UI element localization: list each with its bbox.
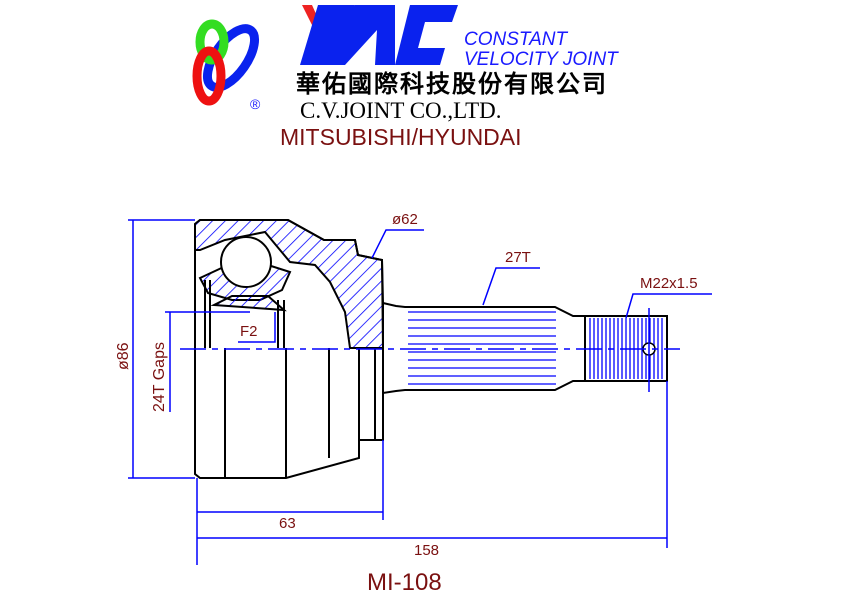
registered-mark: ® bbox=[250, 96, 261, 112]
spline-count-label: 27T bbox=[505, 249, 531, 266]
part-number: MI-108 bbox=[367, 569, 442, 596]
tagline-line2: VELOCITY JOINT bbox=[464, 49, 619, 70]
dimension-lines bbox=[128, 219, 712, 565]
company-english-name: C.V.JOINT CO.,LTD. bbox=[300, 98, 502, 123]
company-chinese-name: 華佑國際科技股份有限公司 bbox=[296, 70, 608, 98]
stub-shaft bbox=[382, 301, 668, 395]
tagline-line1: CONSTANT bbox=[464, 29, 568, 50]
application-title: MITSUBISHI/HYUNDAI bbox=[280, 124, 522, 150]
bell-diameter-label: ø62 bbox=[392, 211, 418, 228]
abs-gaps-label: 24T Gaps bbox=[151, 342, 168, 412]
thread-spec-label: M22x1.5 bbox=[640, 275, 698, 292]
brand-logo bbox=[192, 5, 458, 106]
spline-teeth bbox=[408, 311, 556, 385]
outer-diameter-label: ø86 bbox=[115, 342, 132, 370]
bell-length-label: 63 bbox=[279, 515, 296, 532]
seal-label: F2 bbox=[240, 323, 258, 340]
overall-length-label: 158 bbox=[414, 542, 439, 559]
